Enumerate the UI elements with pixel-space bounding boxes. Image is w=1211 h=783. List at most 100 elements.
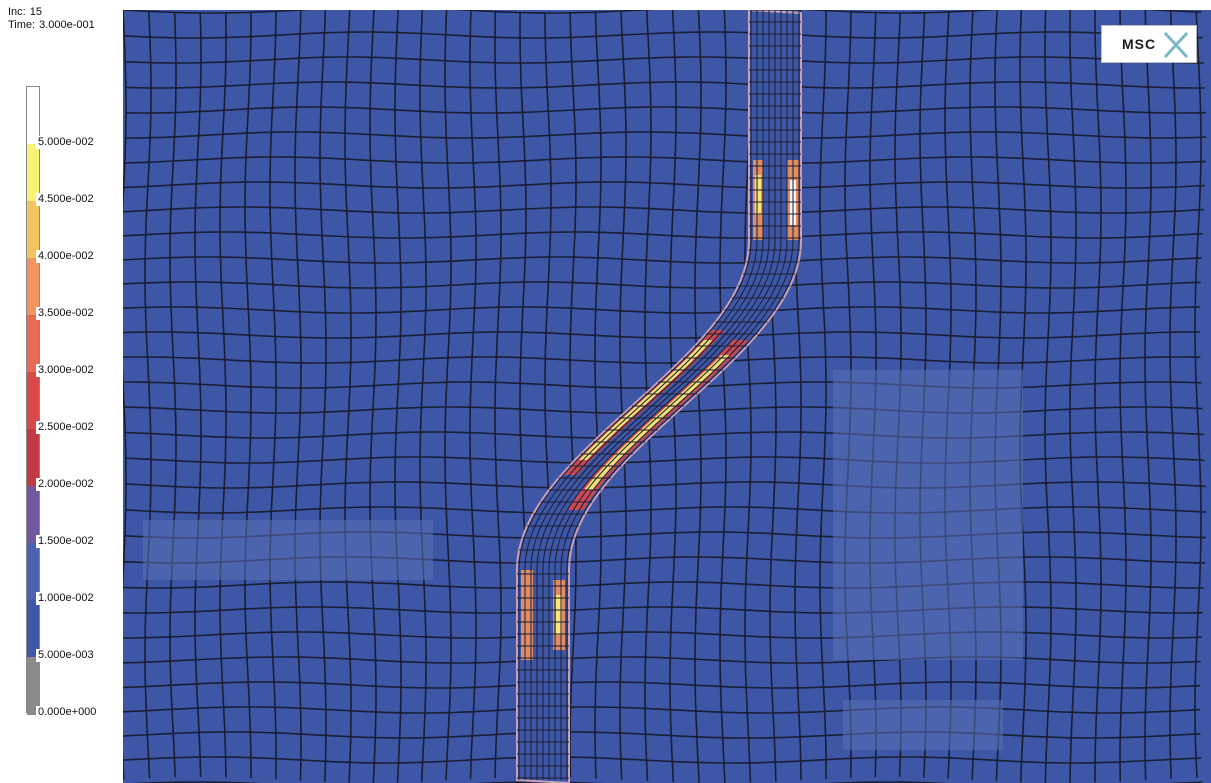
mesh-line [719, 10, 727, 783]
mesh-line [219, 12, 227, 778]
mesh-line [294, 10, 302, 781]
legend-swatch [27, 87, 39, 145]
mesh-line [123, 231, 1203, 239]
mesh-line [344, 10, 352, 783]
band-mesh-line [524, 10, 758, 780]
mesh-line [1194, 11, 1202, 778]
mesh-line [123, 281, 1201, 289]
legend-label: 5.000e-002 [36, 136, 96, 149]
mesh-line [123, 631, 1202, 639]
legend-label: 5.000e-003 [36, 649, 96, 662]
color-legend-bar [26, 86, 40, 715]
mesh-viewport[interactable] [123, 10, 1211, 783]
mesh-line [1119, 10, 1127, 782]
legend-label: 2.000e-002 [36, 478, 96, 491]
mesh-line [123, 181, 1206, 189]
shear-band [516, 10, 802, 783]
time-label: Time: [8, 19, 36, 31]
inc-value: 15 [29, 6, 42, 18]
legend-swatch [27, 315, 39, 373]
mesh-line [123, 356, 1201, 364]
mesh-line [123, 656, 1201, 664]
legend-swatch [27, 258, 39, 316]
mesh-line [123, 256, 1202, 264]
mesh-line [444, 10, 452, 781]
mesh-line [123, 731, 1201, 739]
mesh-line [123, 706, 1201, 714]
faded-mesh-region [143, 520, 433, 580]
mesh-line [144, 11, 152, 779]
mesh-line [125, 131, 1207, 139]
mesh-line [319, 10, 327, 782]
mesh-line [819, 10, 827, 779]
mesh-line [619, 10, 627, 780]
legend-label: 4.000e-002 [36, 250, 96, 263]
logo-text: MSC [1122, 36, 1157, 52]
mesh-line [394, 10, 402, 783]
mesh-line [123, 606, 1204, 614]
mesh-line [123, 206, 1205, 214]
mesh-line [194, 12, 202, 778]
band-mesh-line [560, 10, 794, 780]
faded-mesh-region [833, 370, 1023, 660]
mesh-line [244, 12, 252, 779]
mesh-line [123, 581, 1205, 589]
mesh-line [419, 10, 427, 782]
mesh-line [369, 10, 377, 783]
faded-mesh-region [843, 700, 1003, 750]
mesh-line [125, 481, 1206, 489]
msc-logo: MSC [1101, 25, 1197, 63]
legend-label: 2.500e-002 [36, 421, 96, 434]
mesh-line [125, 506, 1207, 514]
band-mesh-line [554, 10, 788, 780]
mesh-line [124, 156, 1206, 164]
legend-swatch [27, 144, 39, 202]
legend-label: 4.500e-002 [36, 193, 96, 206]
legend-swatch [27, 600, 39, 658]
strain-contour-patch [521, 570, 533, 660]
band-mesh-line [548, 10, 782, 780]
strain-contour-patch [755, 175, 761, 215]
legend-label: 3.000e-002 [36, 364, 96, 377]
legend-swatch [27, 372, 39, 430]
mesh-line [123, 10, 127, 780]
legend-swatch [27, 486, 39, 544]
band-mesh-line [566, 10, 800, 780]
mesh-line [569, 12, 577, 778]
mesh-contour-plot[interactable] [123, 10, 1211, 783]
mesh-line [469, 10, 477, 780]
legend-label: 3.500e-002 [36, 307, 96, 320]
mesh-line [594, 12, 602, 779]
band-mesh-line [542, 10, 776, 780]
mesh-line [123, 306, 1201, 314]
mesh-line [125, 56, 1204, 64]
mesh-line [125, 431, 1204, 439]
band-mesh-line [536, 10, 770, 780]
band-mesh-line [530, 10, 764, 780]
mesh-line [494, 11, 502, 779]
mesh-line [169, 12, 177, 778]
legend-swatch [27, 543, 39, 601]
inc-label: Inc: [8, 6, 26, 18]
logo-x-icon [1163, 31, 1189, 59]
mesh-line [123, 681, 1201, 689]
legend-label: 0.000e+000 [36, 706, 99, 719]
mesh-line [125, 456, 1205, 464]
increment-time-info: Inc:15 Time:3.000e-001 [8, 6, 99, 32]
mesh-line [123, 10, 1202, 14]
mesh-line [1044, 10, 1052, 783]
legend-label: 1.500e-002 [36, 535, 96, 548]
legend-label: 1.000e-002 [36, 592, 96, 605]
mesh-line [1069, 10, 1077, 783]
mesh-line [123, 756, 1202, 764]
band-mesh-line [518, 10, 752, 780]
mesh-line [1144, 10, 1152, 781]
mesh-line [1094, 10, 1102, 783]
mesh-line [694, 10, 702, 783]
mesh-line [269, 11, 277, 780]
mesh-line [123, 331, 1200, 339]
mesh-line [125, 81, 1205, 89]
legend-swatch [27, 429, 39, 487]
legend-swatch [27, 201, 39, 259]
mesh-line [124, 31, 1203, 39]
